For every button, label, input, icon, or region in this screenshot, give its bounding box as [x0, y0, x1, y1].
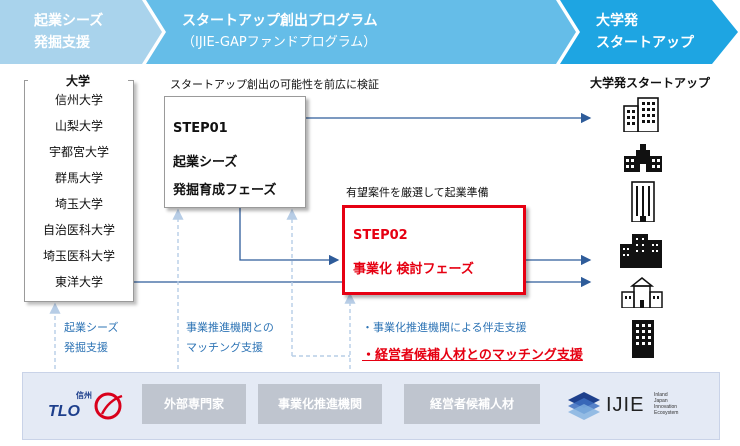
university-item: 東洋大学 — [54, 275, 103, 289]
phase-label-seeds: 起業シーズ 発掘支援 — [34, 13, 104, 51]
shinshu-tlo-logo: TLO 信州 — [46, 388, 126, 422]
ijie-logo-subtext: Inland Japan Innovation Ecosystem — [654, 392, 679, 416]
ijie-logo-mark — [568, 392, 600, 420]
university-item: 宇都宮大学 — [48, 145, 109, 159]
step1-box: STEP01 起業シーズ 発掘育成フェーズ — [164, 96, 306, 208]
phase-chevron-program — [146, 0, 576, 64]
business-promotion-org-box: 事業化推進機関 — [258, 384, 382, 424]
external-experts-box: 外部専門家 — [142, 384, 246, 424]
step2-box: STEP02 事業化 検討フェーズ — [342, 205, 526, 295]
step1-label: STEP01 — [173, 121, 228, 136]
office-building-icon — [623, 97, 659, 132]
phase-chevron-startup — [560, 0, 738, 64]
step2-note: 有望案件を厳選して起業準備 — [346, 186, 489, 199]
university-item: 自治医科大学 — [42, 223, 115, 237]
manager-matching-note: ・経営者候補人材とのマッチング支援 — [362, 348, 583, 363]
tlo-logo-mark: TLO 信州 — [48, 390, 123, 420]
step2-phase: 事業化 検討フェーズ — [353, 262, 474, 277]
phase-label-startup: 大学発 スタートアップ — [596, 13, 694, 51]
arrow-step1-to-step2 — [239, 206, 340, 266]
university-item: 埼玉大学 — [54, 197, 103, 211]
business-support-note: ・事業化推進機関による伴走支援 — [362, 321, 527, 334]
university-building-icon — [621, 277, 663, 308]
startups-title: 大学発スタートアップ — [589, 76, 710, 90]
svg-text:TLO: TLO — [48, 403, 81, 420]
dark-office-building-icon — [632, 320, 654, 358]
phase-label-program: スタートアップ創出プログラム （IJIE-GAPファンドプログラム） — [182, 13, 378, 50]
phase-chevron-seeds — [0, 0, 162, 64]
ijie-logo: IJIE Inland Japan Innovation Ecosystem — [566, 388, 679, 424]
step1-phase-line1: 起業シーズ — [173, 155, 238, 170]
university-item: 群馬大学 — [54, 171, 103, 185]
universities-title: 大学 — [28, 72, 128, 89]
school-building-icon — [624, 144, 662, 172]
tower-building-icon — [631, 181, 655, 222]
step1-phase-line2: 発掘育成フェーズ — [173, 183, 277, 198]
university-item: 埼玉医科大学 — [42, 249, 115, 263]
svg-text:信州: 信州 — [76, 390, 92, 400]
ijie-logo-text: IJIE — [606, 394, 645, 416]
matching-support-note: 事業推進機関との マッチング支援 — [186, 321, 274, 354]
universities-panel: 信州大学 山梨大学 宇都宮大学 群馬大学 埼玉大学 自治医科大学 埼玉医科大学 … — [24, 80, 134, 302]
step1-note: スタートアップ創出の可能性を前広に検証 — [170, 78, 379, 91]
manager-candidates-box: 経営者候補人材 — [404, 384, 540, 424]
city-buildings-icon — [620, 234, 662, 268]
university-item: 山梨大学 — [54, 119, 103, 133]
seeds-support-note: 起業シーズ 発掘支援 — [64, 321, 119, 354]
university-item: 信州大学 — [54, 93, 103, 107]
step2-label: STEP02 — [353, 228, 408, 243]
phase-banner — [0, 0, 738, 64]
